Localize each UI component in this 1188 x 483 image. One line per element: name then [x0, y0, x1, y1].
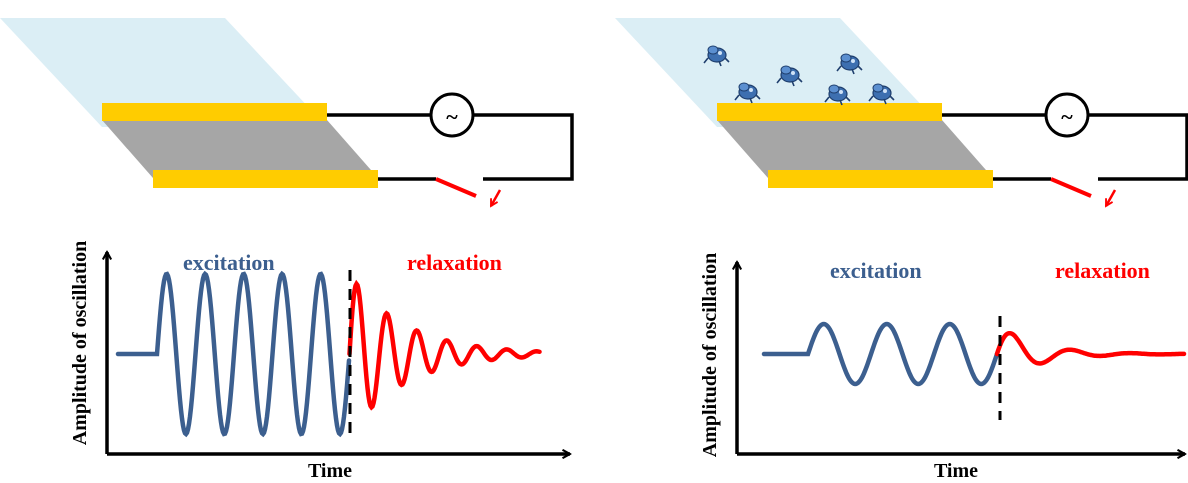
- switch-icon: [1050, 177, 1092, 198]
- circuit-wire: [942, 113, 1188, 181]
- relaxation-waveform: [994, 330, 1187, 366]
- ac-source-icon: [1044, 92, 1090, 138]
- switch-arrow-icon: [489, 189, 502, 206]
- adsorbed-particle-icon: [868, 83, 895, 105]
- quartz-crystal: [102, 120, 378, 178]
- x-axis-label: Time: [934, 460, 978, 482]
- y-axis-label: Amplitude of oscillation: [69, 241, 91, 445]
- bottom-electrode: [153, 170, 378, 188]
- excitation-waveform: [115, 270, 352, 438]
- excitation-label: excitation: [830, 258, 922, 283]
- panel-right: ~ excitation relaxation Time Amplitude o…: [615, 18, 1188, 482]
- oscillation-plot: excitation relaxation Time Amplitude of …: [69, 241, 570, 482]
- sensor-assembly: [0, 18, 378, 188]
- ac-source-symbol: ~: [1061, 104, 1073, 129]
- circuit-wire: [327, 113, 574, 181]
- top-electrode: [717, 103, 942, 121]
- excitation-label: excitation: [183, 250, 275, 275]
- ac-source-symbol: ~: [446, 104, 458, 129]
- relaxation-label: relaxation: [1055, 258, 1150, 283]
- adsorbed-particle-icon: [734, 82, 761, 104]
- excitation-waveform: [761, 321, 1000, 387]
- switch-arrow-icon: [1104, 189, 1117, 206]
- switch-icon: [435, 177, 477, 198]
- top-electrode: [102, 103, 327, 121]
- panel-left: ~ excitation relaxation Time Amplitude o…: [0, 18, 574, 482]
- ac-source-icon: [429, 92, 475, 138]
- sensor-assembly: [615, 18, 993, 188]
- adsorbed-particle-icon: [776, 65, 803, 87]
- y-axis-label: Amplitude of oscillation: [699, 253, 721, 457]
- relaxation-waveform: [347, 279, 542, 411]
- relaxation-label: relaxation: [407, 250, 502, 275]
- liquid-layer: [0, 18, 327, 127]
- adsorbed-particle-icon: [703, 45, 730, 67]
- x-axis-label: Time: [308, 460, 352, 482]
- adsorbed-particle-icon: [836, 53, 863, 75]
- liquid-layer: [615, 18, 942, 127]
- bottom-electrode: [768, 170, 993, 188]
- excitation-circuit: ~: [942, 92, 1188, 206]
- excitation-circuit: ~: [327, 92, 574, 206]
- quartz-crystal: [717, 120, 993, 178]
- oscillation-plot: excitation relaxation Time Amplitude of …: [699, 253, 1185, 482]
- adsorbed-particles: [703, 45, 895, 106]
- adsorbed-particle-icon: [824, 84, 851, 106]
